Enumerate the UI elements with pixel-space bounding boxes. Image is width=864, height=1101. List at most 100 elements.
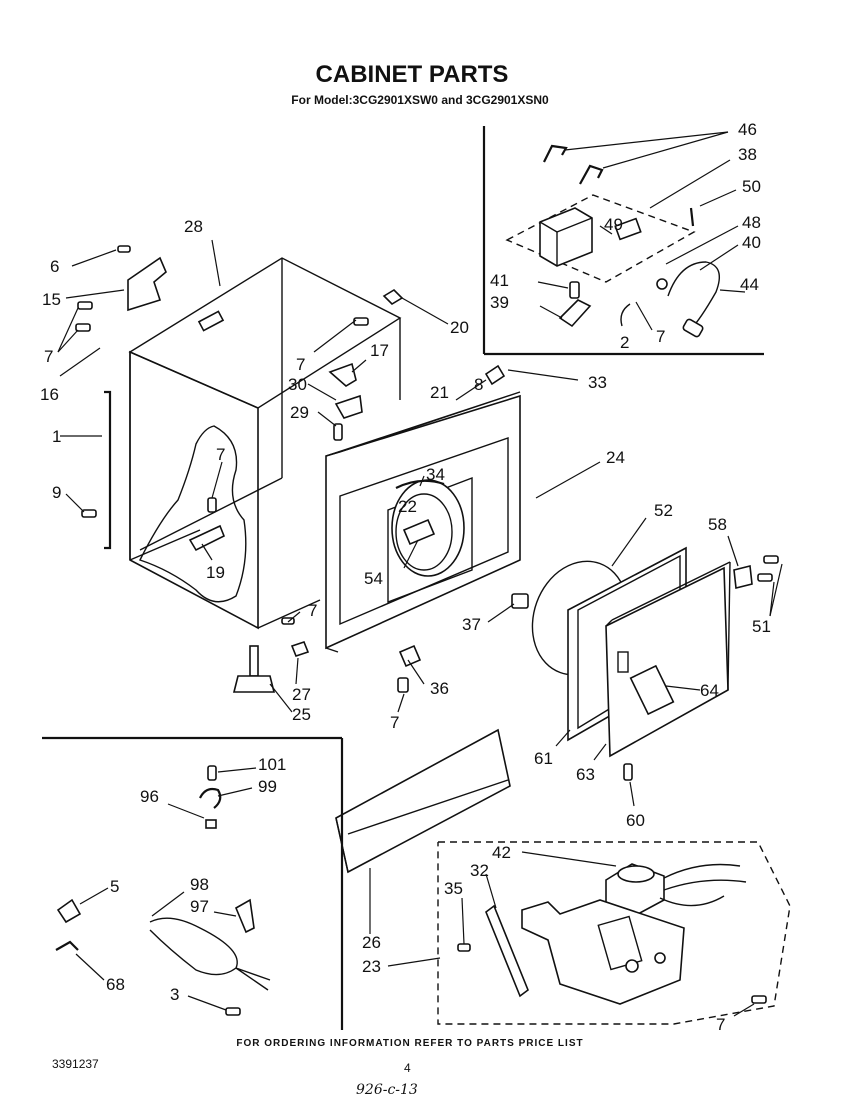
motor-housing bbox=[521, 899, 685, 1005]
callout-51: 51 bbox=[752, 617, 771, 636]
callout-22: 22 bbox=[398, 497, 417, 516]
callout-7-left: 7 bbox=[44, 347, 53, 366]
callout-32: 32 bbox=[470, 861, 489, 880]
callout-48: 48 bbox=[742, 213, 761, 232]
callout-28: 28 bbox=[184, 217, 203, 236]
callout-30: 30 bbox=[288, 375, 307, 394]
screw bbox=[333, 423, 343, 441]
cabinet-body bbox=[57, 239, 449, 713]
callout-7-lower: 7 bbox=[390, 713, 399, 732]
callout-99: 99 bbox=[258, 777, 277, 796]
callout-7-inner: 7 bbox=[216, 445, 225, 464]
bracket bbox=[127, 256, 167, 312]
callout-8: 8 bbox=[474, 375, 483, 394]
terminal-cover bbox=[56, 898, 82, 924]
strain-relief bbox=[199, 787, 222, 809]
nut bbox=[205, 819, 217, 829]
callout-52: 52 bbox=[654, 501, 673, 520]
callout-50: 50 bbox=[742, 177, 761, 196]
power-cord bbox=[667, 261, 720, 331]
door-strike bbox=[484, 364, 506, 386]
hook-clip bbox=[543, 144, 568, 163]
callout-24: 24 bbox=[606, 448, 625, 467]
page-number: 4 bbox=[404, 1061, 411, 1075]
screw bbox=[623, 763, 633, 781]
callout-9: 9 bbox=[52, 483, 61, 502]
callout-3: 3 bbox=[170, 985, 179, 1004]
screw bbox=[353, 317, 369, 326]
cord-clip bbox=[234, 898, 255, 934]
callout-39: 39 bbox=[490, 293, 509, 312]
screw bbox=[75, 323, 91, 332]
callout-26: 26 bbox=[362, 933, 381, 952]
lid-switch bbox=[334, 394, 363, 419]
ordering-note: FOR ORDERING INFORMATION REFER TO PARTS … bbox=[236, 1038, 583, 1049]
callout-15: 15 bbox=[42, 290, 61, 309]
inset-power-cord bbox=[42, 736, 344, 1030]
cord-leads bbox=[235, 967, 271, 991]
door-catch bbox=[511, 593, 529, 609]
heater-motor bbox=[605, 863, 747, 915]
handwritten-note: 926-c-13 bbox=[356, 1082, 418, 1098]
callout-61: 61 bbox=[534, 749, 553, 768]
hook-clip bbox=[579, 164, 604, 185]
page-subtitle: For Model:3CG2901XSW0 and 3CG2901XSN0 bbox=[291, 93, 549, 107]
screw bbox=[207, 765, 217, 781]
door-assembly bbox=[531, 517, 783, 807]
callout-64: 64 bbox=[700, 681, 719, 700]
wire-clip bbox=[55, 940, 79, 951]
callout-38: 38 bbox=[738, 145, 757, 164]
callout-54: 54 bbox=[364, 569, 383, 588]
inset-motor-assembly bbox=[387, 841, 791, 1025]
grommet bbox=[382, 288, 404, 306]
lid-switch-bracket bbox=[328, 362, 357, 387]
callout-labels: 46 38 50 49 48 40 41 39 44 2 7 28 6 15 7… bbox=[40, 120, 771, 1034]
clip bbox=[188, 524, 226, 552]
callout-34: 34 bbox=[426, 465, 445, 484]
callout-41: 41 bbox=[490, 271, 509, 290]
callout-35: 35 bbox=[444, 879, 463, 898]
screw bbox=[457, 943, 471, 952]
callout-44: 44 bbox=[740, 275, 759, 294]
callout-96: 96 bbox=[140, 787, 159, 806]
callout-5: 5 bbox=[110, 877, 119, 896]
callout-37: 37 bbox=[462, 615, 481, 634]
callout-17: 17 bbox=[370, 341, 389, 360]
lint-screen-holder bbox=[402, 518, 436, 546]
screw bbox=[207, 497, 217, 513]
screw bbox=[763, 555, 779, 564]
callout-36: 36 bbox=[430, 679, 449, 698]
callout-42: 42 bbox=[492, 843, 511, 862]
latch-clip bbox=[398, 644, 422, 668]
screw bbox=[757, 573, 773, 582]
document-number: 3391237 bbox=[52, 1057, 99, 1071]
callout-40: 40 bbox=[742, 233, 761, 252]
front-panel bbox=[325, 364, 601, 713]
callout-6: 6 bbox=[50, 257, 59, 276]
callout-19: 19 bbox=[206, 563, 225, 582]
callout-101: 101 bbox=[258, 755, 286, 774]
callout-20: 20 bbox=[450, 318, 469, 337]
callout-7-base: 7 bbox=[308, 601, 317, 620]
callout-2: 2 bbox=[620, 333, 629, 352]
callout-7-mid: 7 bbox=[296, 355, 305, 374]
callout-60: 60 bbox=[626, 811, 645, 830]
rail bbox=[104, 390, 112, 550]
belt-tensioner bbox=[485, 904, 529, 998]
inset-terminal-block bbox=[482, 126, 764, 356]
light-bulb-holder bbox=[395, 479, 445, 489]
callout-33: 33 bbox=[588, 373, 607, 392]
callout-58: 58 bbox=[708, 515, 727, 534]
page-title: CABINET PARTS bbox=[316, 61, 509, 88]
screw bbox=[569, 281, 580, 299]
callout-29: 29 bbox=[290, 403, 309, 422]
callout-23: 23 bbox=[362, 957, 381, 976]
screw bbox=[689, 207, 695, 227]
callout-27: 27 bbox=[292, 685, 311, 704]
callout-25: 25 bbox=[292, 705, 311, 724]
callout-63: 63 bbox=[576, 765, 595, 784]
power-cord bbox=[149, 917, 238, 976]
screw bbox=[77, 301, 93, 310]
callout-46: 46 bbox=[738, 120, 757, 139]
callout-98: 98 bbox=[190, 875, 209, 894]
